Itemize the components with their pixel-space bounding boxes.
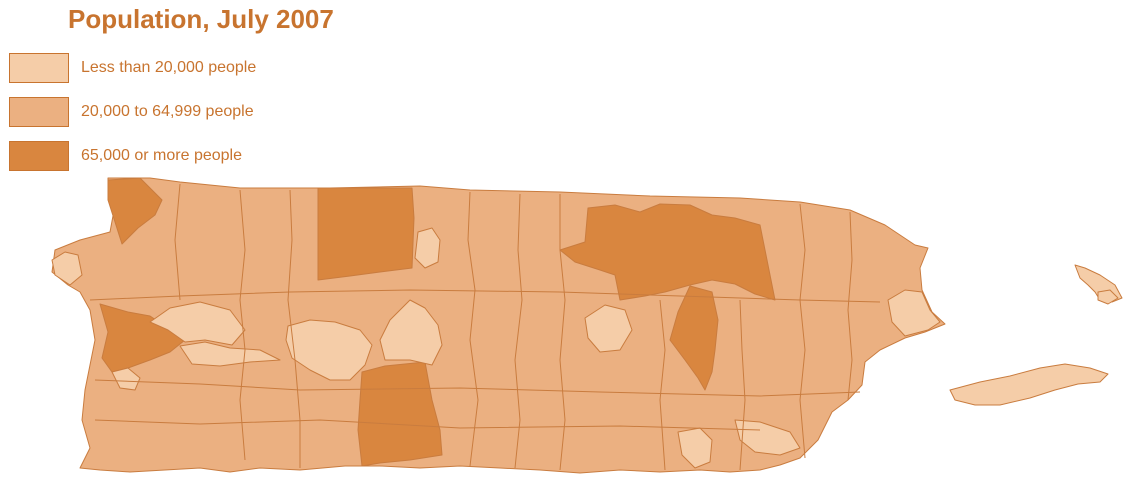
region-cidra — [584, 304, 633, 353]
region-aguadilla — [107, 177, 163, 245]
legend-label-high: 65,000 or more people — [81, 147, 242, 164]
legend-swatch-low — [9, 53, 69, 83]
region-mayaguez — [99, 303, 186, 373]
region-bayamon-sanjuan — [559, 203, 776, 301]
legend-item-mid: 20,000 to 64,999 people — [9, 96, 256, 128]
region-rincon — [51, 251, 83, 286]
vieques-island — [949, 363, 1109, 406]
legend-label-low: Less than 20,000 people — [81, 59, 257, 76]
legend-item-high: 65,000 or more people — [9, 140, 256, 172]
region-fajardo — [887, 289, 941, 337]
region-maricao — [149, 301, 246, 346]
region-arecibo — [317, 187, 415, 281]
region-hatillo — [414, 227, 441, 269]
municipality-boundaries — [89, 183, 881, 471]
legend-swatch-high — [9, 141, 69, 171]
map-title: Population, July 2007 — [68, 4, 334, 34]
legend: Less than 20,000 people 20,000 to 64,999… — [9, 52, 256, 184]
legend-label-mid: 20,000 to 64,999 people — [81, 103, 254, 120]
culebra-islet — [1097, 289, 1119, 305]
region-caguas — [669, 285, 719, 391]
region-adjuntas — [285, 319, 373, 381]
region-cabo-rojo-south — [111, 367, 141, 391]
region-jayuya — [379, 299, 443, 366]
legend-swatch-mid — [9, 97, 69, 127]
legend-item-low: Less than 20,000 people — [9, 52, 256, 84]
region-sabana — [179, 341, 281, 367]
